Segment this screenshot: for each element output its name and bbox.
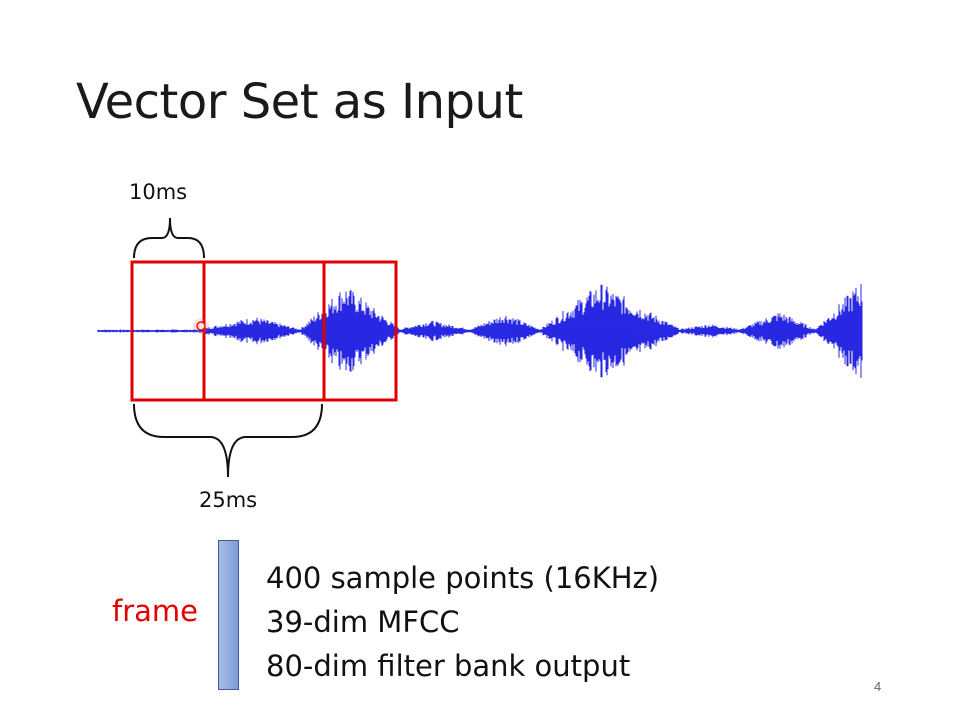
feature-line-mfcc: 39-dim MFCC xyxy=(266,605,460,639)
shift-duration-label: 10ms xyxy=(129,180,188,204)
pointer-glow xyxy=(193,318,209,334)
frame-label: frame xyxy=(112,594,198,628)
window-duration-label: 25ms xyxy=(199,488,258,512)
window-brace xyxy=(133,403,323,478)
feature-line-filterbank: 80-dim filter bank output xyxy=(266,649,631,683)
feature-description: 400 sample points (16KHz) 39-dim MFCC 80… xyxy=(266,556,659,688)
shift-brace xyxy=(133,217,205,259)
audio-waveform xyxy=(97,284,863,378)
slide-title: Vector Set as Input xyxy=(76,74,523,130)
pointer-marker xyxy=(196,321,206,331)
frame-feature-vector xyxy=(218,540,239,690)
page-number: 4 xyxy=(874,679,882,694)
frame-window-2 xyxy=(202,260,398,402)
feature-line-samples: 400 sample points (16KHz) xyxy=(266,561,660,595)
waveform-trace xyxy=(97,284,863,378)
